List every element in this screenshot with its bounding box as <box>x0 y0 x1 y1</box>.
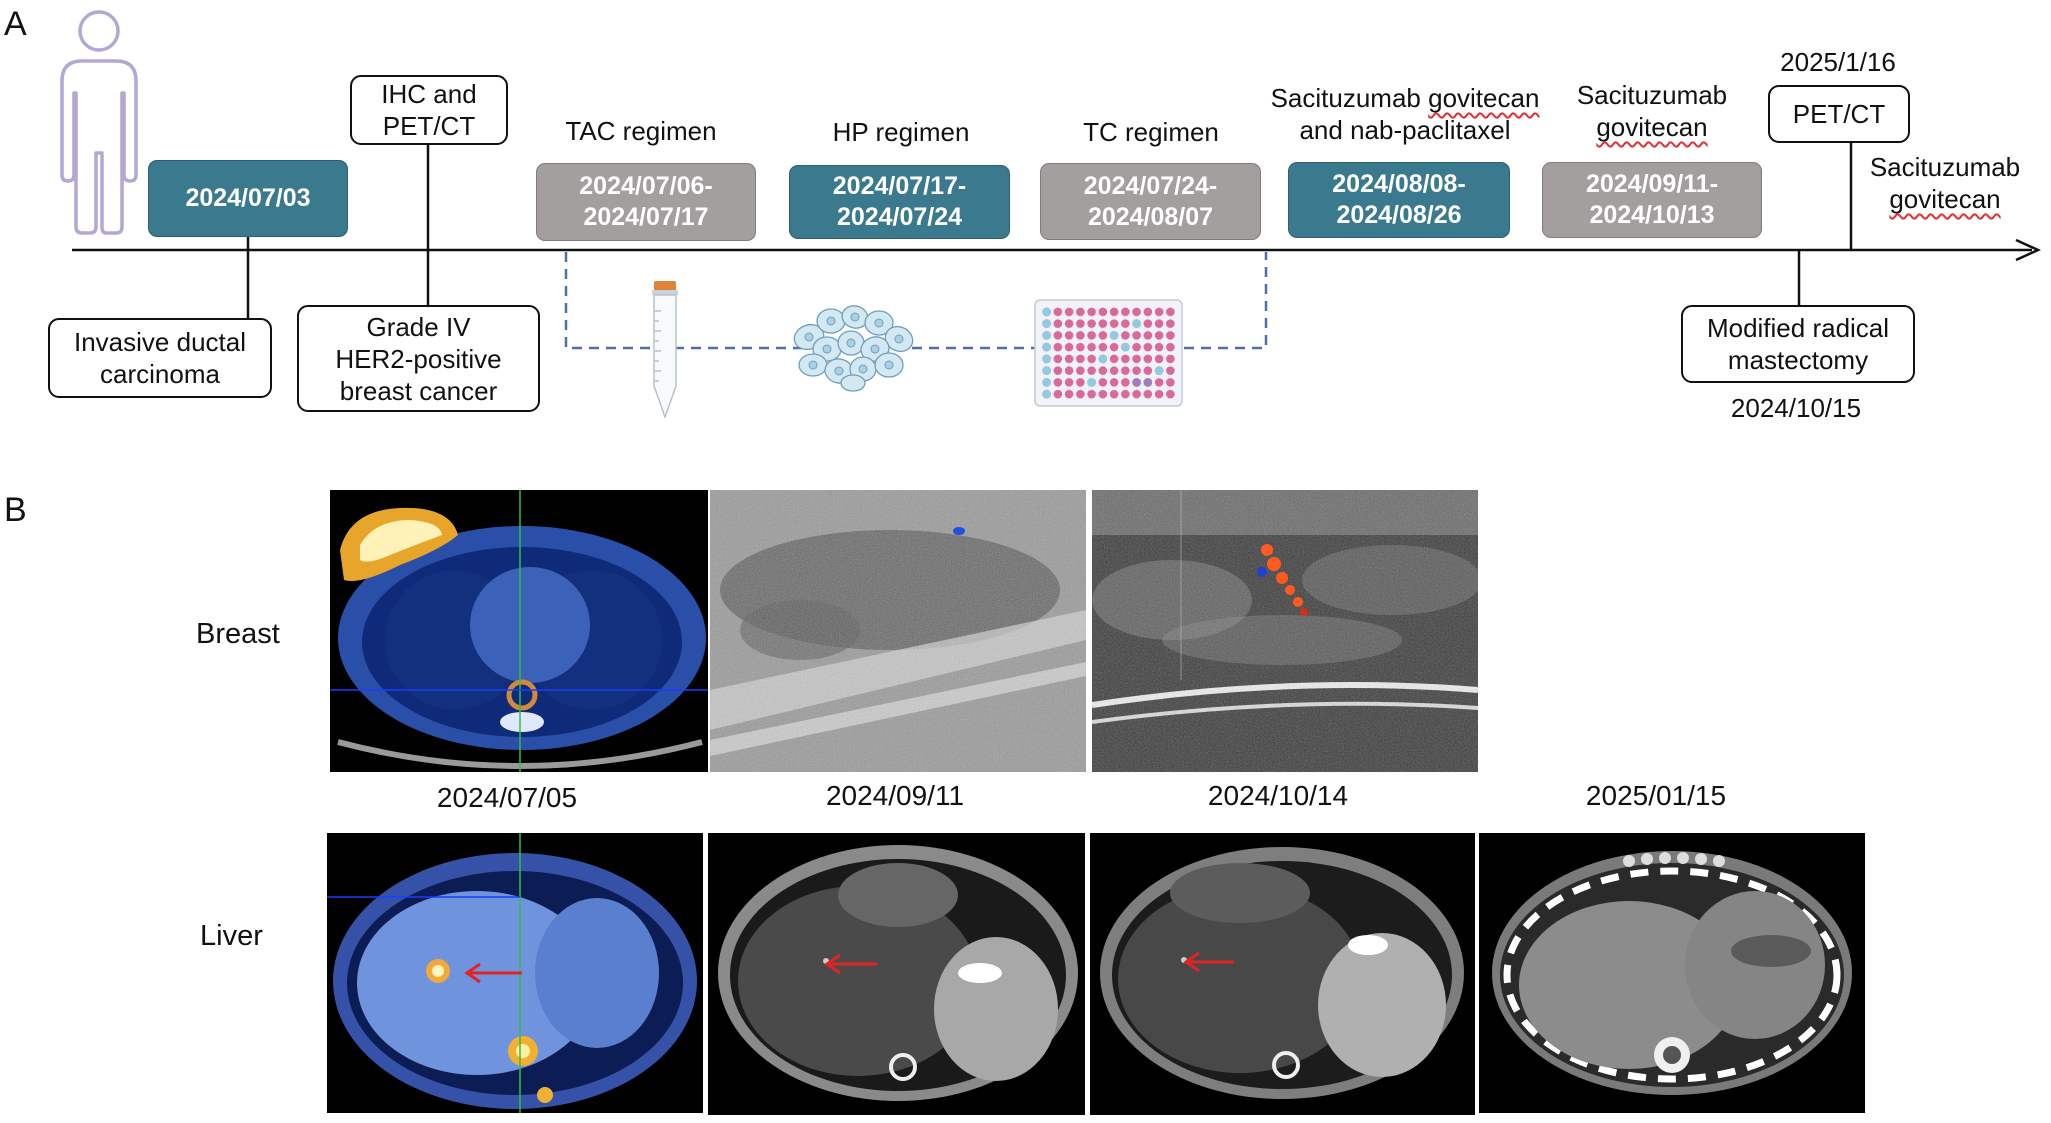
red-arrow-icon <box>824 953 877 975</box>
tc-regimen-dates-box: 2024/07/24- 2024/08/07 <box>1040 163 1261 240</box>
imaging-date-4: 2025/01/15 <box>1585 780 1727 811</box>
hp-regimen-label: HP regimen <box>832 117 970 147</box>
followup-treatment-label: Sacituzumab govitecan <box>1869 152 2021 214</box>
tc-regimen-label: TC regimen <box>1083 117 1219 147</box>
liver-mri-image-2 <box>1090 833 1475 1115</box>
panel-b-label: B <box>4 491 27 529</box>
breast-ultrasound-image-2 <box>1092 490 1478 772</box>
sg-nab-paclitaxel-dates-box: 2024/08/08- 2024/08/26 <box>1288 162 1510 238</box>
tac-regimen-dates-box: 2024/07/06- 2024/07/17 <box>536 163 756 241</box>
panel-a-label: A <box>4 5 27 43</box>
row-label-breast: Breast <box>196 618 280 650</box>
surgery-date: 2024/10/15 <box>1730 393 1862 423</box>
diagnosis-date-box: 2024/07/03 <box>148 160 348 237</box>
red-arrow-icon <box>1183 951 1234 973</box>
liver-pet-ct-image <box>327 833 703 1113</box>
red-arrow-icon <box>464 962 522 984</box>
hp-regimen-dates-box: 2024/07/17- 2024/07/24 <box>789 165 1010 239</box>
workup-result-box: Grade IV HER2-positive breast cancer <box>297 305 540 412</box>
sg-regimen-label: Sacituzumab govitecan <box>1576 80 1728 142</box>
imaging-date-1: 2024/07/05 <box>436 782 578 813</box>
person-icon <box>52 7 146 235</box>
liver-ct-image <box>1479 833 1865 1113</box>
diagnosis-finding-box: Invasive ductal carcinoma <box>48 318 272 398</box>
drug-screening-bracket <box>564 252 1268 350</box>
sg-regimen-dates-box: 2024/09/11- 2024/10/13 <box>1542 162 1762 238</box>
breast-ultrasound-image-1 <box>710 490 1086 772</box>
diagnosis-date: 2024/07/03 <box>185 184 311 212</box>
tac-regimen-label: TAC regimen <box>565 116 717 146</box>
breast-pet-ct-image <box>330 490 708 772</box>
followup-exam-box: PET/CT <box>1768 85 1910 143</box>
followup-date: 2025/1/16 <box>1780 47 1896 77</box>
liver-mri-image-1 <box>708 833 1085 1115</box>
well-plate-icon <box>1033 298 1184 408</box>
workup-exam-box: IHC and PET/CT <box>350 75 508 145</box>
tumor-cells-icon <box>791 303 916 392</box>
sample-tube-icon <box>650 281 680 418</box>
imaging-date-2: 2024/09/11 <box>825 780 965 811</box>
timeline-arrowhead <box>2015 238 2042 262</box>
surgery-box: Modified radical mastectomy <box>1681 305 1915 383</box>
sg-nab-paclitaxel-label: Sacituzumab govitecan and nab-paclitaxel <box>1270 83 1540 145</box>
imaging-date-3: 2024/10/14 <box>1207 780 1349 811</box>
row-label-liver: Liver <box>200 920 263 952</box>
